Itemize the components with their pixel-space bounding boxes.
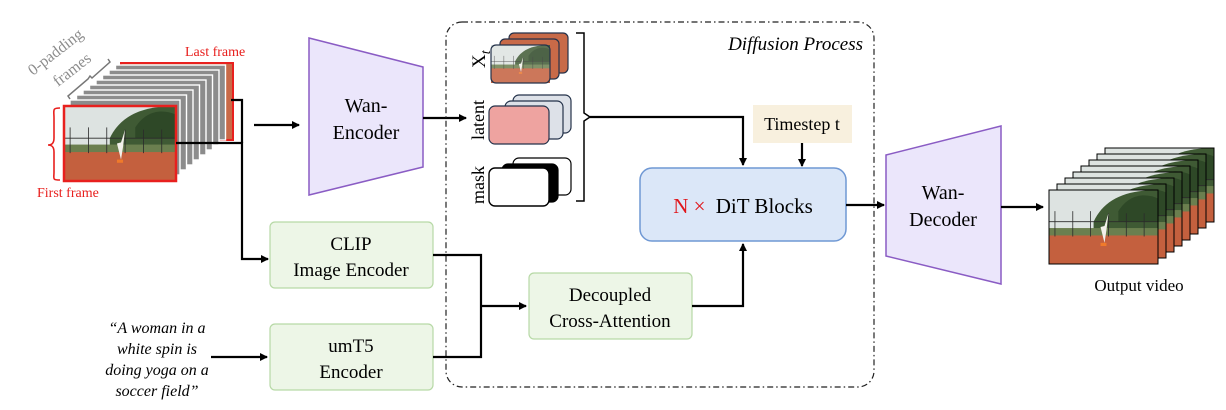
padding-bracket xyxy=(67,58,111,100)
xt-stack: Xt xyxy=(469,32,569,84)
dit-label: DiT Blocks xyxy=(716,194,813,218)
xt-label: Xt xyxy=(469,49,494,68)
first-frame xyxy=(62,104,178,183)
mask-label: mask xyxy=(468,166,488,204)
prompt-line: white spin is xyxy=(117,341,197,358)
diffusion-process: Diffusion Process Xt latent mask xyxy=(445,21,875,388)
last-frame-label: Last frame xyxy=(185,45,245,60)
clip-image-encoder: CLIP Image Encoder xyxy=(269,221,434,289)
umt5-encoder: umT5 Encoder xyxy=(269,323,434,391)
output-frame xyxy=(1049,190,1158,264)
cross-attention-line2: Cross-Attention xyxy=(549,311,671,332)
wan-decoder-line1: Wan- xyxy=(922,182,965,204)
umt5-line1: umT5 xyxy=(328,336,373,357)
wan-encoder-line1: Wan- xyxy=(345,95,388,117)
wan-decoder-line2: Decoder xyxy=(909,209,977,231)
dit-blocks: N × DiT Blocks xyxy=(639,167,847,242)
output-frames xyxy=(1048,147,1215,265)
timestep-label: Timestep t xyxy=(764,114,840,134)
cross-attention-line1: Decoupled xyxy=(569,285,652,306)
timestep-box: Timestep t xyxy=(753,105,852,143)
latent-stack: latent xyxy=(468,94,572,145)
diffusion-title: Diffusion Process xyxy=(727,34,863,55)
input-frames: Last frame First frame 0-padding frames xyxy=(25,26,245,201)
text-prompt: “A woman in a white spin is doing yoga o… xyxy=(105,320,209,400)
umt5-line2: Encoder xyxy=(319,362,383,383)
wan-decoder: Wan- Decoder xyxy=(885,125,1002,285)
clip-line1: CLIP xyxy=(330,234,371,255)
cross-attention-to-dit-arrow xyxy=(692,243,747,308)
first-frame-label: First frame xyxy=(37,186,99,201)
clip-line2: Image Encoder xyxy=(293,260,409,281)
cross-attention-box: Decoupled Cross-Attention xyxy=(528,272,693,340)
output-frame-border xyxy=(1048,189,1159,265)
prompt-line: soccer field” xyxy=(115,383,198,400)
input-connections xyxy=(176,98,300,263)
wan-encoder-line2: Encoder xyxy=(333,122,400,144)
mask-stack: mask xyxy=(468,157,572,207)
encoders-to-cross-attention xyxy=(433,253,527,359)
svg-text:N × DiT Blocks: N × DiT Blocks xyxy=(673,194,813,218)
prompt-line: doing yoga on a xyxy=(105,362,209,379)
latent-label: latent xyxy=(468,100,488,140)
wan-encoder: Wan- Encoder xyxy=(308,37,424,196)
inputs-bracket xyxy=(576,32,592,202)
first-frame-brace xyxy=(47,107,61,181)
prompt-line: “A woman in a xyxy=(108,320,205,337)
output-video-label: Output video xyxy=(1094,276,1183,295)
output-video: Output video xyxy=(1048,147,1215,295)
inputs-to-dit-arrow xyxy=(590,115,747,166)
dit-multiplier: N × xyxy=(673,194,705,218)
